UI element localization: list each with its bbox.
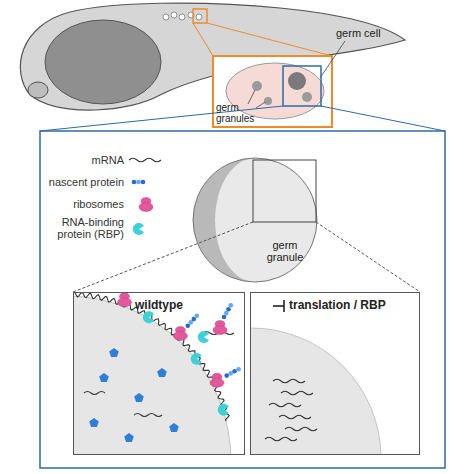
germ-granule-dot — [302, 92, 312, 102]
germ-granule-sphere: germ granule — [192, 157, 318, 283]
germ-granule-dot — [288, 72, 306, 90]
ribosome — [139, 198, 153, 212]
rna-binding-protein — [218, 404, 229, 416]
granule-outline — [193, 158, 317, 282]
leader-line — [320, 41, 345, 78]
mrna-strand — [273, 379, 305, 383]
wildtype-panel: wildtype — [73, 292, 245, 455]
callout-label: germ granules — [216, 102, 260, 124]
protein-bead — [136, 180, 141, 185]
ribosome-large-subunit — [139, 203, 153, 212]
node-title: wildtype — [74, 299, 244, 312]
inhibition-bar — [283, 300, 285, 312]
ribosome-large-subunit — [213, 326, 227, 335]
legend-text: ribosomes — [48, 198, 124, 210]
rna-binding-protein — [191, 353, 202, 365]
nascent-protein — [224, 367, 241, 378]
germ-cell-dot — [163, 14, 169, 20]
germ-granule-dot — [252, 81, 262, 91]
protein-bead — [236, 367, 241, 372]
rna-binding-protein — [143, 311, 154, 323]
callout-label: germ cell — [336, 27, 426, 39]
mrna-strand — [269, 403, 301, 407]
protein — [124, 433, 134, 442]
ribosome-large-subunit — [210, 378, 224, 387]
node-shape — [251, 293, 420, 455]
zoom-square — [253, 160, 316, 222]
protein — [134, 393, 144, 402]
germ-cell-dot — [196, 14, 202, 20]
zoom-line — [193, 23, 213, 56]
granule-region — [251, 328, 381, 455]
zoom-line — [321, 106, 445, 131]
legend-text: RNA-binding protein (RBP) — [48, 216, 124, 240]
germ-cell-dot — [171, 12, 177, 18]
inset-box — [213, 56, 332, 127]
zoom-box-blue — [283, 66, 321, 106]
protein-bead — [132, 180, 137, 185]
inhibited-panel: translation / RBP — [250, 292, 420, 455]
ribosome-large-subunit — [117, 298, 131, 307]
protein-bead — [195, 313, 200, 318]
rna-binding-protein — [133, 223, 144, 235]
ribosome — [210, 373, 224, 387]
mrna-strand — [285, 427, 317, 431]
node-shape — [74, 293, 245, 455]
zoom-box-small — [193, 9, 207, 23]
protein-bead — [224, 311, 229, 316]
yolk — [45, 20, 161, 104]
rna-binding-protein — [198, 331, 209, 343]
node-title: translation / RBP — [289, 299, 419, 312]
germ-cell-dot — [179, 14, 185, 20]
germ-granule-dot — [264, 97, 272, 105]
nascent-protein — [222, 303, 233, 319]
legend-text: mRNA — [48, 154, 124, 166]
granule-shadow — [193, 158, 317, 282]
leader-line — [256, 102, 265, 108]
ribosome — [117, 293, 131, 307]
protein — [89, 418, 99, 427]
protein — [169, 423, 179, 432]
protein-bead — [229, 303, 234, 308]
eye — [28, 82, 48, 98]
protein-bead — [224, 373, 229, 378]
legend-text: nascent protein — [48, 176, 124, 188]
protein-bead — [222, 315, 227, 320]
mrna-strand — [129, 158, 161, 162]
protein — [99, 373, 109, 382]
legend-samples — [129, 158, 161, 235]
mrna-strand — [281, 391, 313, 395]
protein-bead — [228, 371, 233, 376]
node-shape — [192, 157, 318, 283]
ribosome — [173, 326, 187, 340]
mrna-strand — [134, 414, 162, 417]
ribosome-large-subunit — [173, 331, 187, 340]
mrna-strand — [279, 415, 311, 419]
node-title: germ granule — [256, 239, 314, 263]
leader-line — [248, 90, 255, 104]
mrna-strand — [84, 392, 105, 395]
zoom-line — [207, 23, 332, 56]
nascent-protein — [132, 180, 146, 185]
granule-face — [215, 158, 317, 282]
protein — [157, 368, 167, 377]
mrna-strand — [74, 293, 229, 421]
zoom-connector — [316, 222, 420, 292]
mrna-strand — [265, 437, 297, 441]
protein — [109, 348, 119, 357]
protein-bead — [226, 307, 231, 312]
ribosome — [213, 321, 227, 335]
inhibition-line — [273, 305, 284, 307]
nascent-protein — [186, 313, 200, 328]
protein-bead — [232, 369, 237, 374]
protein-bead — [141, 180, 146, 185]
zoom-connector — [73, 222, 253, 292]
